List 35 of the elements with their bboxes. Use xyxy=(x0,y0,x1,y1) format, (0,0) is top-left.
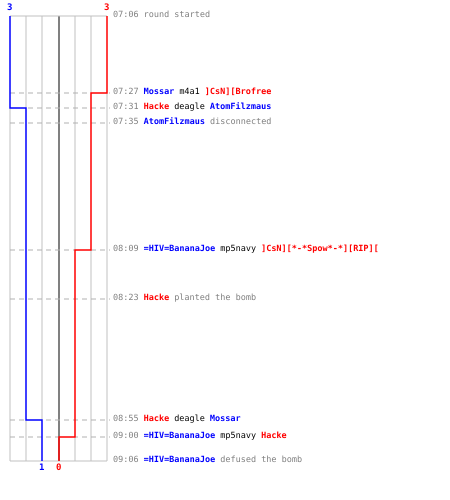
time-label: 09:00 xyxy=(113,431,139,441)
event-text: round started xyxy=(144,10,210,20)
event-text: disconnected xyxy=(210,117,272,127)
count-label: 1 xyxy=(39,463,44,473)
weapon-label: m4a1 xyxy=(179,87,200,97)
time-label: 08:23 xyxy=(113,293,139,303)
time-label: 08:55 xyxy=(113,414,139,424)
player-name: Mossar xyxy=(210,414,241,424)
time-label: 07:27 xyxy=(113,87,139,97)
player-name: Hacke xyxy=(144,293,170,303)
time-label: 09:06 xyxy=(113,455,139,465)
weapon-label: deagle xyxy=(174,414,205,424)
event-text: defused the bomb xyxy=(220,455,302,465)
count-label: 3 xyxy=(7,3,12,13)
time-label: 07:06 xyxy=(113,10,139,20)
time-label: 08:09 xyxy=(113,244,139,254)
player-name: ]CsN][*-*Spow*-*][RIP][ xyxy=(261,244,379,254)
weapon-label: mp5navy xyxy=(220,431,256,441)
weapon-label: mp5navy xyxy=(220,244,256,254)
player-name: AtomFilzmaus xyxy=(144,117,206,127)
weapon-label: deagle xyxy=(174,102,205,112)
time-label: 07:31 xyxy=(113,102,139,112)
count-label: 0 xyxy=(56,463,62,473)
player-name: ]CsN][Brofree xyxy=(204,87,272,97)
event-text: planted the bomb xyxy=(174,293,256,303)
player-name: Hacke xyxy=(144,102,170,112)
player-name: =HIV=BananaJoe xyxy=(144,431,216,441)
player-name: =HIV=BananaJoe xyxy=(144,244,216,254)
count-label: 3 xyxy=(104,3,110,13)
player-name: Hacke xyxy=(144,414,170,424)
player-name: =HIV=BananaJoe xyxy=(144,455,216,465)
time-label: 07:35 xyxy=(113,117,139,127)
player-name: Hacke xyxy=(261,431,287,441)
player-name: Mossar xyxy=(144,87,174,97)
player-name: AtomFilzmaus xyxy=(210,102,272,112)
